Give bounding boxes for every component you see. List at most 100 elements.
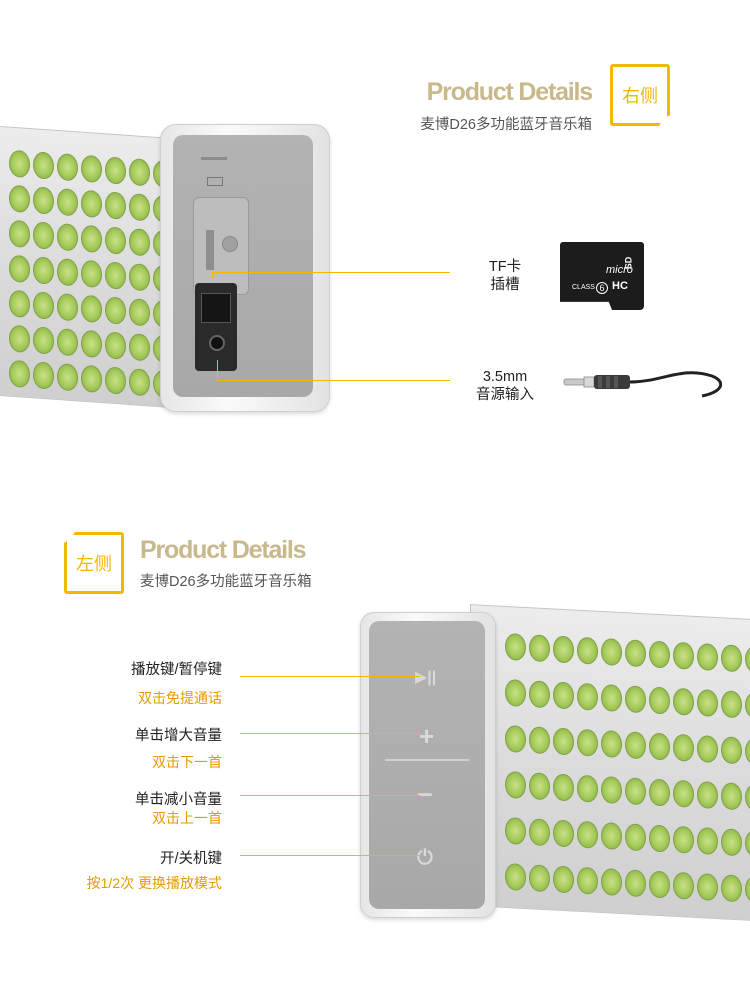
grille-hole <box>81 224 102 254</box>
callout-plus-line <box>240 733 420 734</box>
panel-slot-line <box>201 157 227 160</box>
grille-hole <box>529 864 550 893</box>
grille-hole <box>625 823 646 852</box>
grille-hole <box>625 685 646 714</box>
left-side-badge: 左侧 <box>64 532 124 594</box>
grille-hole <box>697 688 718 718</box>
grille-hole <box>601 867 622 897</box>
left-side-badge-label: 左侧 <box>76 554 112 574</box>
right-end-panel <box>173 135 313 397</box>
grille-hole <box>697 872 718 902</box>
power-button-desc: 按1/2次 更换播放模式 <box>86 875 222 891</box>
volume-down-desc: 双击上一首 <box>152 810 222 826</box>
speaker-left-side-view <box>470 604 750 922</box>
play-pause-icon[interactable]: ▶|| <box>415 669 437 686</box>
grille-hole <box>9 184 30 214</box>
grille-hole <box>129 193 150 222</box>
grille-hole <box>553 727 574 756</box>
grille-hole <box>697 826 718 856</box>
right-side-badge-label: 右侧 <box>622 86 658 106</box>
grille-hole <box>9 219 30 249</box>
grille-hole <box>505 678 526 708</box>
grille-hole <box>9 254 30 284</box>
bottom-section-title: Product Details <box>140 536 307 564</box>
callout-play-line <box>240 676 420 677</box>
grille-hole <box>577 820 598 849</box>
grille-hole <box>553 819 574 848</box>
grille-hole <box>553 773 574 802</box>
top-section-subtitle: 麦博D26多功能蓝牙音乐箱 <box>420 117 592 133</box>
top-section-title: Product Details <box>426 78 594 106</box>
minus-icon[interactable]: – <box>417 777 433 808</box>
grille-hole <box>33 256 54 285</box>
grille-hole <box>745 829 750 858</box>
callout-audio-line <box>217 380 450 381</box>
grille-hole <box>697 734 718 764</box>
grille-hole <box>649 870 670 899</box>
callout-minus-line <box>240 795 420 796</box>
tf-slot-label: TF卡 插槽 <box>470 258 540 294</box>
grille-hole <box>505 724 526 754</box>
grille-hole <box>745 737 750 766</box>
sd-card-hc-logo: HC <box>612 280 628 292</box>
grille-hole <box>81 189 102 219</box>
grille-hole <box>81 364 102 394</box>
callout-power-line <box>240 855 420 856</box>
grille-hole <box>649 732 670 761</box>
grille-hole <box>673 641 694 670</box>
callout-tf-line <box>212 272 450 273</box>
audio-input-label-line1: 3.5mm <box>482 369 528 385</box>
callout-audio-vertical <box>217 360 218 380</box>
grille-hole <box>625 777 646 806</box>
grille-hole <box>721 736 742 765</box>
power-icon[interactable]: ⏻ <box>417 847 433 869</box>
sd-card-sd-logo: SD <box>623 256 634 270</box>
grille-hole <box>649 824 670 853</box>
grille-hole <box>721 782 742 811</box>
battery-indicator-icon <box>207 177 223 186</box>
grille-hole <box>529 680 550 709</box>
grille-hole <box>129 263 150 292</box>
grille-hole <box>9 359 30 389</box>
grille-hole <box>9 149 30 179</box>
play-button-label: 播放键/暂停键 <box>130 662 222 678</box>
grille-hole <box>601 775 622 805</box>
grille-hole <box>81 329 102 359</box>
grille-hole <box>529 818 550 847</box>
grille-hole <box>553 635 574 664</box>
grille-hole <box>129 158 150 187</box>
grille-hole <box>129 333 150 362</box>
micro-sd-card-icon: micro SD CLASS 6 HC <box>560 242 644 310</box>
grille-hole <box>57 362 78 392</box>
grille-hole <box>721 874 742 903</box>
grille-hole <box>505 862 526 892</box>
plus-icon[interactable]: + <box>419 721 435 751</box>
grille-hole <box>529 726 550 755</box>
power-button-label: 开/关机键 <box>159 851 222 867</box>
callout-tf-vertical <box>212 272 213 278</box>
audio-jack-port[interactable] <box>209 335 225 351</box>
grille-hole <box>745 645 750 674</box>
grille-hole <box>745 691 750 720</box>
grille-hole <box>105 366 126 395</box>
grille-hole <box>105 191 126 220</box>
grille-hole <box>601 637 622 667</box>
port-rubber-cover <box>193 197 249 295</box>
grille-hole <box>105 156 126 185</box>
tf-card-slot[interactable] <box>201 293 231 323</box>
grille-hole <box>697 780 718 810</box>
port-cavity <box>195 283 237 371</box>
grille-hole <box>33 186 54 215</box>
volume-down-label: 单击减小音量 <box>135 792 222 808</box>
grille-hole <box>577 636 598 665</box>
grille-hole <box>577 866 598 895</box>
control-panel: ▶|| + – ⏻ <box>369 621 485 909</box>
grille-hole <box>33 361 54 390</box>
volume-up-label: 单击增大音量 <box>135 728 222 744</box>
grille-hole <box>105 261 126 290</box>
volume-up-desc: 双击下一首 <box>152 754 222 770</box>
grille-hole <box>601 729 622 759</box>
grille-hole <box>57 187 78 217</box>
audio-input-label-line2: 音源输入 <box>476 387 534 403</box>
grille-hole <box>129 228 150 257</box>
